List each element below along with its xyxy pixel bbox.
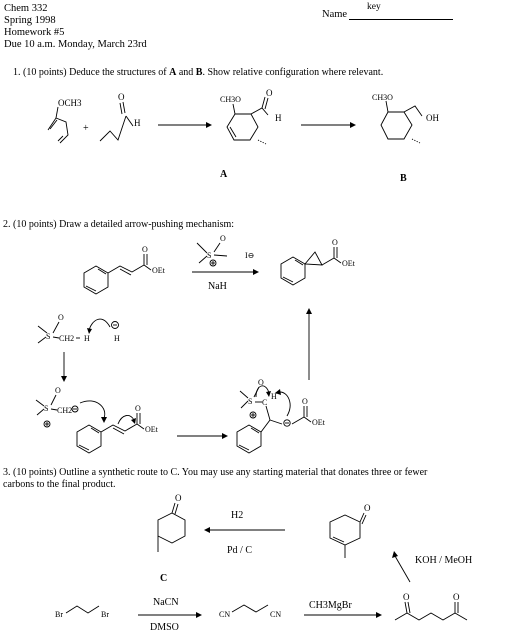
compound-c-structure: O bbox=[157, 493, 186, 552]
koh-label: KOH / MeOH bbox=[415, 555, 472, 566]
a-oxygen: O bbox=[266, 88, 273, 98]
cn-left: CN bbox=[219, 610, 230, 619]
cyclopropyl-ester: O OEt bbox=[280, 238, 356, 286]
q2-prompt: 2. (10 points) Draw a detailed arrow-pus… bbox=[3, 219, 235, 230]
compound-a-label: A bbox=[220, 169, 228, 180]
glutaronitrile: CN CN bbox=[219, 604, 281, 619]
och3-label: OCH3 bbox=[58, 98, 82, 108]
compound-b-label: B bbox=[400, 173, 407, 184]
plus-sign: + bbox=[83, 123, 89, 134]
q1-prompt: 1. (10 points) Deduce the structures of … bbox=[13, 67, 384, 78]
ethyl-cinnamate: O OEt bbox=[83, 245, 166, 295]
int-oet: OEt bbox=[145, 425, 159, 434]
cn-right: CN bbox=[270, 610, 281, 619]
b-och3-label: CH3O bbox=[372, 93, 393, 102]
dione-o-right: O bbox=[453, 592, 460, 602]
q3-prompt-line1: 3. (10 points) Outline a synthetic route… bbox=[3, 467, 428, 478]
ylide2-ch2: CH2 bbox=[57, 406, 72, 415]
int-s: S bbox=[248, 397, 252, 406]
deprotonation-step: S O CH2 H H bbox=[37, 313, 120, 344]
br-left: Br bbox=[55, 610, 63, 619]
product-oet: OEt bbox=[342, 259, 356, 268]
aldehyde-oxygen: O bbox=[118, 92, 125, 102]
iodide-label: I⊖ bbox=[245, 251, 254, 260]
compound-a-structure: CH3O O H bbox=[220, 88, 282, 145]
reagent-s: S bbox=[207, 251, 211, 260]
heptanedione: O O bbox=[394, 592, 468, 621]
enone-structure: O bbox=[329, 503, 371, 558]
ylide-h: H bbox=[84, 334, 90, 343]
h2-label: H2 bbox=[231, 510, 243, 521]
ylide-addition: S O CH2 O OEt bbox=[35, 386, 159, 454]
oet-label: OEt bbox=[152, 266, 166, 275]
q3-prompt-line2: carbons to the final product. bbox=[3, 479, 116, 490]
ylide-o: O bbox=[58, 313, 64, 322]
arrow-q3-koh bbox=[394, 555, 411, 583]
nah-label: NaH bbox=[208, 281, 227, 292]
aldehyde-h: H bbox=[134, 118, 141, 128]
int-o: O bbox=[258, 378, 264, 387]
a-och3-label: CH3O bbox=[220, 95, 241, 104]
course-title: Chem 332 bbox=[4, 3, 48, 14]
name-field[interactable] bbox=[349, 19, 453, 20]
enone-oxygen: O bbox=[364, 503, 371, 513]
ylide2-s: S bbox=[44, 404, 48, 413]
b-oh-label: OH bbox=[426, 113, 439, 123]
due-date: Due 10 a.m. Monday, March 23rd bbox=[4, 39, 147, 50]
hydride-h: H bbox=[114, 334, 120, 343]
nacn-label: NaCN bbox=[153, 597, 179, 608]
dibromopropane: Br Br bbox=[55, 605, 109, 619]
ester-oxygen: O bbox=[142, 245, 148, 254]
betaine-ester-o: O bbox=[302, 397, 308, 406]
int-ester-o: O bbox=[135, 404, 141, 413]
dione-o-left: O bbox=[403, 592, 410, 602]
dmso-label: DMSO bbox=[150, 622, 179, 632]
betaine-oet: OEt bbox=[312, 418, 326, 427]
methoxy-diene: OCH3 bbox=[47, 98, 82, 144]
c-oxygen: O bbox=[175, 493, 182, 503]
ylide-ch2: CH2 bbox=[59, 334, 74, 343]
sulfoxonium-reagent: S O I⊖ bbox=[196, 234, 254, 267]
pdc-label: Pd / C bbox=[227, 545, 252, 556]
compound-c-label: C bbox=[160, 573, 167, 584]
br-right: Br bbox=[101, 610, 109, 619]
product-oxygen: O bbox=[332, 238, 338, 247]
ylide2-o: O bbox=[55, 386, 61, 395]
betaine-intermediate: S O C H O OEt bbox=[236, 378, 326, 454]
grignard-label: CH3MgBr bbox=[309, 600, 352, 611]
reagent-o: O bbox=[220, 234, 226, 243]
homework-number: Homework #5 bbox=[4, 27, 65, 38]
int-h: H bbox=[271, 392, 277, 401]
name-label: Name bbox=[322, 9, 348, 20]
butanal: O H bbox=[99, 92, 141, 142]
ylide-s: S bbox=[46, 332, 50, 341]
a-h: H bbox=[275, 113, 282, 123]
term: Spring 1998 bbox=[4, 15, 56, 26]
int-c: C bbox=[262, 398, 267, 407]
compound-b-structure: CH3O OH bbox=[372, 93, 439, 144]
name-value: key bbox=[367, 2, 381, 12]
